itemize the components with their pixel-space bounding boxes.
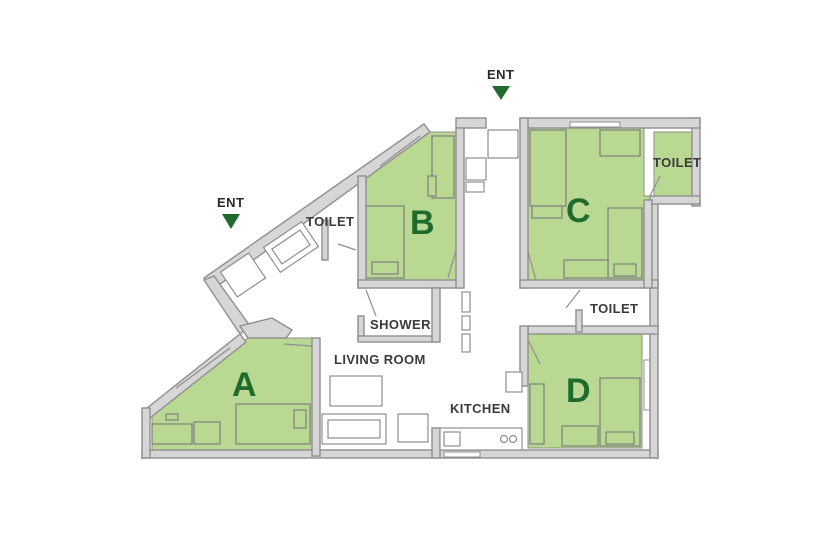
wall-d-top xyxy=(527,325,659,335)
room-c-wardrobe xyxy=(599,129,641,157)
room-c-door xyxy=(527,251,537,281)
room-c-side-table xyxy=(563,259,609,279)
room-b-shelf xyxy=(427,175,437,197)
left-toilet-door xyxy=(337,243,357,251)
entrance-label-top: ENT xyxy=(487,67,515,82)
toilet-right-door xyxy=(565,289,581,309)
wall-bottom xyxy=(141,449,659,459)
wall-shower-bottom xyxy=(357,335,439,343)
room-a-door xyxy=(283,343,313,347)
living-table xyxy=(329,375,383,407)
room-d-window xyxy=(643,359,651,411)
room-d-side-table xyxy=(561,425,599,447)
kitchen-fridge xyxy=(505,371,523,393)
wall-left-toilet xyxy=(321,219,329,261)
entrance-arrow-top xyxy=(492,86,510,100)
wall-top-entrance xyxy=(455,117,487,129)
sink-left xyxy=(219,252,267,298)
wall-left xyxy=(141,407,151,459)
sofa-inner xyxy=(327,419,381,439)
room-d-door xyxy=(527,339,541,365)
entry-cabinet xyxy=(487,129,519,159)
wall-kitchen-left xyxy=(431,427,441,459)
entrance-label-left: ENT xyxy=(217,195,245,210)
room-c-shelf xyxy=(531,205,563,219)
room-c-desk xyxy=(529,129,567,207)
stove-burner-1 xyxy=(499,434,509,444)
toilet-middle-right-label: TOILET xyxy=(590,301,638,316)
room-a-cabinet xyxy=(193,421,221,445)
wall-c-left xyxy=(519,117,529,289)
room-a-desk xyxy=(151,423,193,445)
room-a-letter: A xyxy=(232,366,257,404)
kitchen-window xyxy=(443,451,481,458)
room-c-toilet-door xyxy=(649,175,661,197)
room-a-shelf xyxy=(165,413,179,421)
wall-toilet-right xyxy=(575,309,583,333)
shower-door xyxy=(365,289,377,317)
stove-burner-2 xyxy=(508,434,518,444)
kitchen-sink xyxy=(443,431,461,447)
room-d-letter: D xyxy=(566,372,591,410)
corridor-counter-2 xyxy=(461,315,471,331)
wall-a-top xyxy=(238,317,294,339)
room-c-pillow xyxy=(613,263,637,277)
corridor-counter-3 xyxy=(461,333,471,353)
top-window-c xyxy=(569,121,621,128)
diagonal-window-2 xyxy=(379,135,421,167)
kitchen-label: KITCHEN xyxy=(450,401,511,416)
entrance-arrow-left xyxy=(222,214,240,229)
tv-cabinet xyxy=(397,413,429,443)
wall-b-bottom xyxy=(357,279,463,289)
room-d-pillow xyxy=(605,431,635,445)
toilet-left-label: TOILET xyxy=(306,214,354,229)
wall-b-right xyxy=(455,127,465,289)
wall-d-left xyxy=(519,325,529,387)
wall-a-right xyxy=(311,337,321,457)
room-b-letter: B xyxy=(410,204,435,242)
entry-shoe-rack xyxy=(465,181,485,193)
room-b-door xyxy=(447,249,457,279)
toilet-top-right-label: TOILET xyxy=(653,155,701,170)
living-room-label: LIVING ROOM xyxy=(334,352,426,367)
room-a-pillow xyxy=(293,409,307,429)
room-c-letter: C xyxy=(566,192,591,230)
diagonal-window-1 xyxy=(175,347,231,389)
wall-c-inner xyxy=(643,199,653,289)
room-d-desk xyxy=(529,383,545,445)
wall-right-step xyxy=(649,195,701,205)
wall-b-left xyxy=(357,175,367,289)
room-b-pillow xyxy=(371,261,399,275)
entry-fridge xyxy=(465,157,487,181)
room-b-wardrobe xyxy=(431,135,455,199)
wall-c-bottom xyxy=(519,279,659,289)
corridor-counter-1 xyxy=(461,291,471,313)
bathtub-inner xyxy=(271,229,311,265)
shower-label: SHOWER xyxy=(370,317,431,332)
wall-shower-right xyxy=(431,287,441,343)
